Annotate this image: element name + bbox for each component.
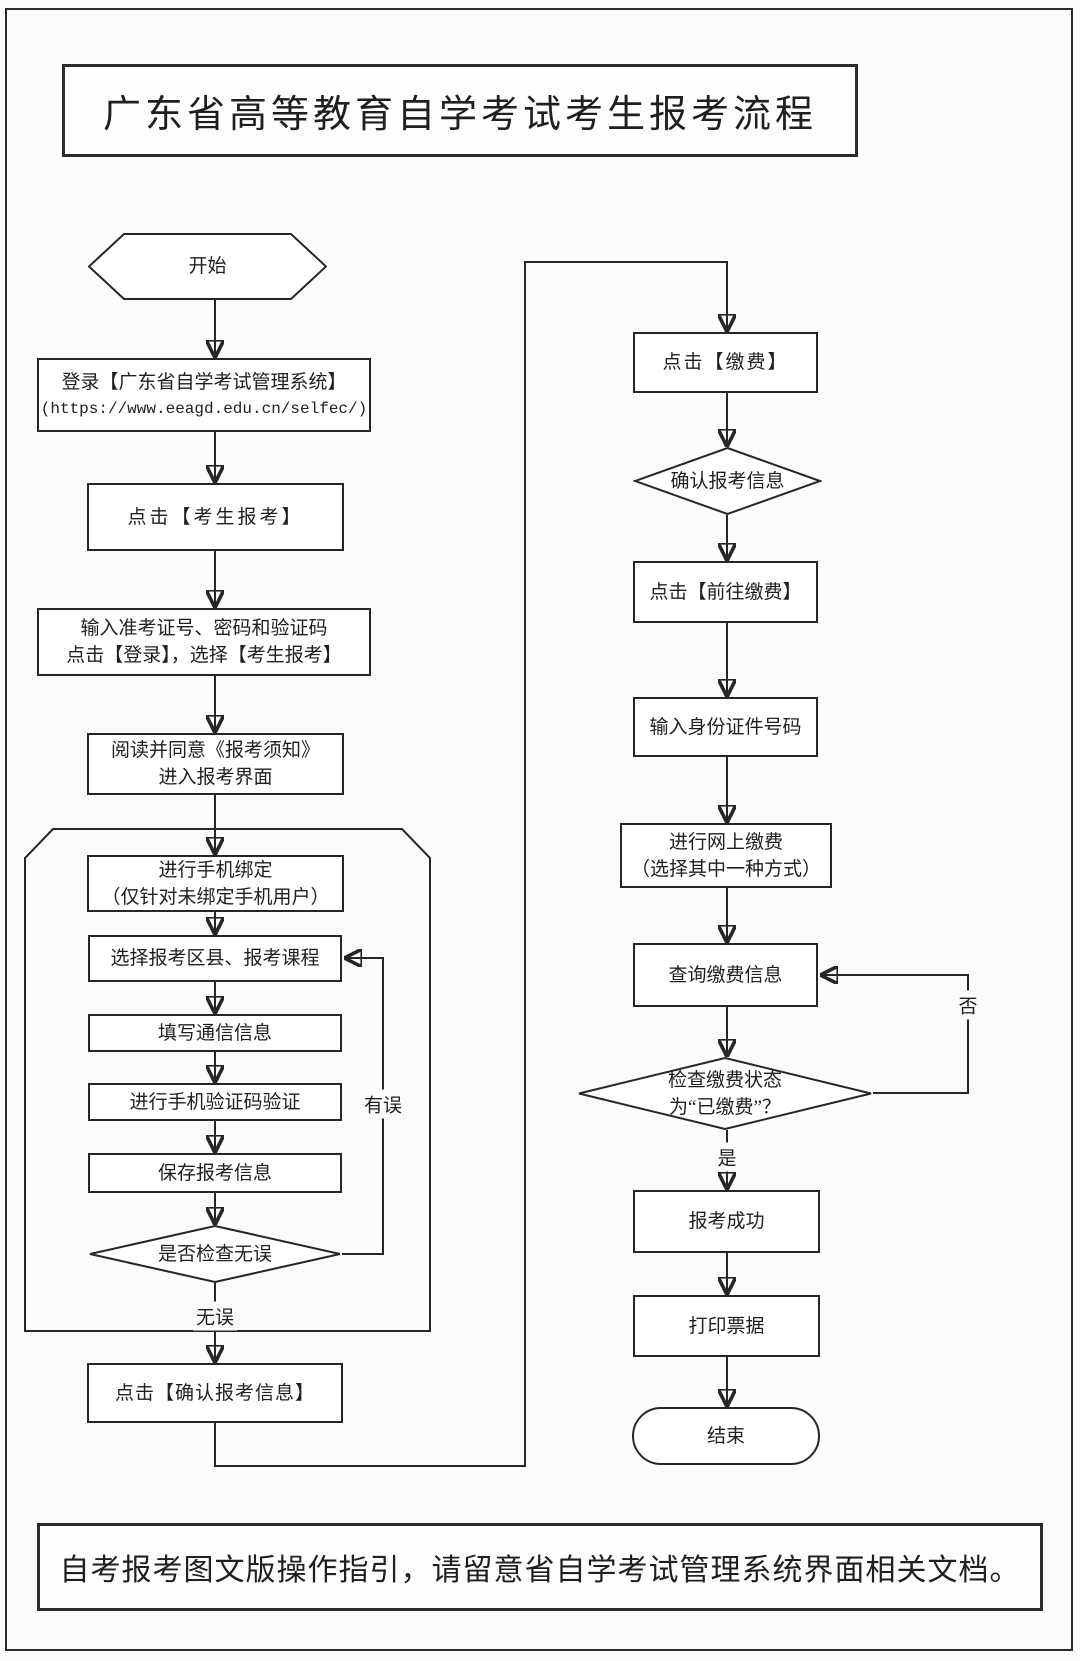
node-start: 开始	[88, 233, 327, 300]
edge-label-yes: 是	[714, 1142, 740, 1172]
edge-label-correct: 无误	[192, 1301, 238, 1331]
node-click-register: 点击【考生报考】	[87, 483, 344, 551]
node-query-pay: 查询缴费信息	[633, 943, 818, 1007]
decision-confirm-reg-info-label: 确认报考信息	[670, 470, 785, 492]
decision-confirm-reg-info: 确认报考信息	[633, 447, 822, 515]
node-login-label: 登录【广东省自学考试管理系统】	[61, 371, 347, 393]
node-fill-contact-label: 填写通信信息	[157, 1022, 272, 1044]
node-bind-phone: 进行手机绑定 （仅针对未绑定手机用户）	[87, 855, 344, 912]
node-select-course-label: 选择报考区县、报考课程	[110, 948, 320, 969]
footer-note-box: 自考报考图文版操作指引，请留意省自学考试管理系统界面相关文档。	[37, 1523, 1043, 1611]
node-start-label: 开始	[188, 256, 227, 277]
node-login-url: (https://www.eeagd.edu.cn/selfec/)	[40, 399, 368, 418]
node-confirm-info: 点击【确认报考信息】	[87, 1363, 343, 1423]
node-read-notice: 阅读并同意《报考须知》 进入报考界面	[87, 733, 344, 795]
node-read-notice-label: 阅读并同意《报考须知》 进入报考界面	[110, 740, 320, 788]
decision-check-paid: 检查缴费状态 为“已缴费”？	[577, 1057, 873, 1130]
node-login: 登录【广东省自学考试管理系统】 (https://www.eeagd.edu.c…	[37, 358, 371, 432]
node-select-course: 选择报考区县、报考课程	[88, 935, 342, 982]
footer-note: 自考报考图文版操作指引，请留意省自学考试管理系统界面相关文档。	[59, 1554, 1021, 1587]
node-online-pay-label: 进行网上缴费 （选择其中一种方式）	[630, 831, 821, 880]
decision-check-paid-label: 检查缴费状态 为“已缴费”？	[667, 1069, 782, 1118]
node-print-receipt: 打印票据	[633, 1295, 820, 1357]
node-enter-credentials: 输入准考证号、密码和验证码 点击【登录】，选择【考生报考】	[37, 608, 371, 676]
node-click-pay: 点击【缴费】	[633, 332, 818, 393]
node-click-pay-label: 点击【缴费】	[662, 352, 789, 373]
node-verify-sms-label: 进行手机验证码验证	[129, 1091, 301, 1113]
node-save-info-label: 保存报考信息	[157, 1162, 272, 1184]
node-save-info: 保存报考信息	[88, 1153, 342, 1193]
node-enter-id: 输入身份证件号码	[633, 697, 818, 757]
node-fill-contact: 填写通信信息	[88, 1014, 342, 1052]
decision-check-correct: 是否检查无误	[88, 1225, 342, 1283]
edge-label-no: 否	[955, 990, 981, 1020]
group-outline	[24, 828, 431, 1332]
page-title: 广东省高等教育自学考试考生报考流程	[102, 94, 817, 136]
node-reg-success: 报考成功	[633, 1190, 820, 1253]
edge-no-loop	[822, 975, 969, 1094]
node-bind-phone-label: 进行手机绑定 （仅针对未绑定手机用户）	[101, 859, 330, 908]
node-online-pay: 进行网上缴费 （选择其中一种方式）	[620, 823, 832, 888]
title-box: 广东省高等教育自学考试考生报考流程	[62, 64, 858, 157]
node-go-pay-label: 点击【前往缴费】	[649, 581, 802, 603]
node-confirm-info-label: 点击【确认报考信息】	[114, 1382, 315, 1404]
node-click-register-label: 点击【考生报考】	[127, 506, 304, 528]
node-print-receipt-label: 打印票据	[688, 1315, 765, 1337]
node-query-pay-label: 查询缴费信息	[668, 964, 783, 986]
edge-columns-connector	[214, 261, 727, 1467]
node-enter-credentials-label: 输入准考证号、密码和验证码 点击【登录】，选择【考生报考】	[66, 618, 342, 666]
decision-check-correct-label: 是否检查无误	[157, 1243, 272, 1265]
edge-label-error: 有误	[360, 1089, 406, 1119]
node-end-label: 结束	[706, 1425, 745, 1447]
node-go-pay: 点击【前往缴费】	[633, 561, 818, 623]
node-enter-id-label: 输入身份证件号码	[649, 716, 802, 738]
node-reg-success-label: 报考成功	[688, 1211, 765, 1232]
node-end: 结束	[632, 1407, 820, 1465]
node-verify-sms: 进行手机验证码验证	[88, 1083, 342, 1121]
